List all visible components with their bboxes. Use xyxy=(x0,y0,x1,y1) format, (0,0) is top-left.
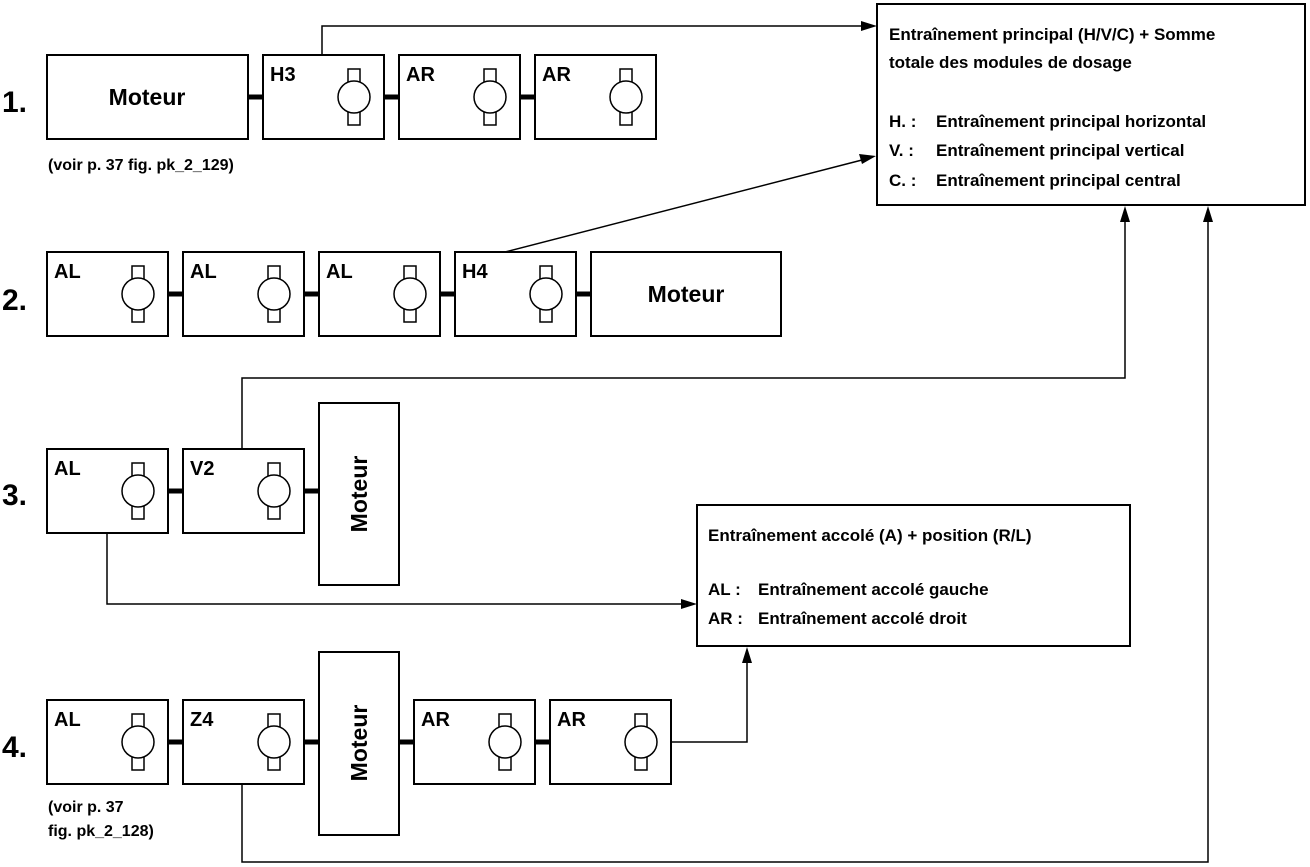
motor-box xyxy=(318,402,400,586)
motor-symbol-icon xyxy=(257,462,291,520)
arrow-line-h4-to-main-legend xyxy=(504,159,863,253)
motor-symbol-icon xyxy=(257,265,291,323)
connector-lines xyxy=(106,21,1213,863)
arrow-line-h3-to-main-legend xyxy=(321,25,862,55)
legend-main-code-c: C. : xyxy=(889,171,916,190)
motor-symbol-icon xyxy=(121,265,155,323)
module-label: AR xyxy=(542,64,571,86)
legend-side-text-ar: Entraînement accolé droit xyxy=(758,609,967,628)
motor-symbol-icon xyxy=(609,68,643,126)
arrow-line-ar-to-side-legend xyxy=(671,661,748,743)
legend-main-title-line-1: Entraînement principal (H/V/C) + Somme xyxy=(889,25,1215,44)
row-1: 1. Moteur H3 AR AR (voir p. 37 fig. pk_2… xyxy=(2,54,657,174)
legend-side-code-al: AL : xyxy=(708,580,741,599)
module-label: V2 xyxy=(190,458,214,480)
module-label: AL xyxy=(54,458,81,480)
module-label: AL xyxy=(54,709,81,731)
legend-side-title: Entraînement accolé (A) + position (R/L) xyxy=(708,526,1032,545)
arrowhead-icon xyxy=(681,599,697,609)
legend-main-title-line-2: totale des modules de dosage xyxy=(889,53,1132,72)
legend-main-drive: Entraînement principal (H/V/C) + Somme t… xyxy=(876,3,1306,206)
row-number: 3. xyxy=(2,479,27,512)
motor-label: Moteur xyxy=(346,705,372,782)
row-number: 4. xyxy=(2,731,27,764)
motor-label: Moteur xyxy=(346,456,372,533)
module-label: AR xyxy=(557,709,586,731)
motor-symbol-icon xyxy=(337,68,371,126)
module-label: H4 xyxy=(462,261,488,283)
motor-label: Moteur xyxy=(648,281,725,307)
motor-label: Moteur xyxy=(109,84,186,110)
module-label: AL xyxy=(326,261,353,283)
row-3: 3. AL V2 Moteur xyxy=(2,402,400,586)
module-label: AL xyxy=(54,261,81,283)
arrowhead-icon xyxy=(859,154,876,164)
arrow-line-v2-to-main-legend xyxy=(241,220,1126,449)
row-2: 2. AL AL AL H4 Moteur xyxy=(2,251,782,337)
legend-main-text-h: Entraînement principal horizontal xyxy=(936,112,1206,131)
motor-symbol-icon xyxy=(121,713,155,771)
legend-side-drive: Entraînement accolé (A) + position (R/L)… xyxy=(696,504,1131,647)
motor-symbol-icon xyxy=(393,265,427,323)
legend-main-text-c: Entraînement principal central xyxy=(936,171,1181,190)
motor-symbol-icon xyxy=(529,265,563,323)
legend-main-code-h: H. : xyxy=(889,112,916,131)
legend-main-text-v: Entraînement principal vertical xyxy=(936,141,1184,160)
arrowhead-icon xyxy=(742,647,752,663)
arrowhead-icon xyxy=(861,21,877,31)
motor-symbol-icon xyxy=(473,68,507,126)
motor-symbol-icon xyxy=(488,713,522,771)
motor-symbol-icon xyxy=(624,713,658,771)
arrow-line-z4-to-main-legend xyxy=(241,220,1209,863)
arrowhead-icon xyxy=(1203,206,1213,222)
module-label: Z4 xyxy=(190,709,214,731)
row-number: 1. xyxy=(2,86,27,119)
motor-box xyxy=(46,54,249,140)
legend-side-code-ar: AR : xyxy=(708,609,743,628)
module-label: AL xyxy=(190,261,217,283)
motor-box xyxy=(318,651,400,836)
reference-note: (voir p. 37 fig. pk_2_129) xyxy=(48,157,234,174)
motor-symbol-icon xyxy=(257,713,291,771)
motor-symbol-icon xyxy=(121,462,155,520)
module-label: AR xyxy=(421,709,450,731)
reference-note-line-1: (voir p. 37 xyxy=(48,799,124,816)
legend-side-text-al: Entraînement accolé gauche xyxy=(758,580,989,599)
reference-note-line-2: fig. pk_2_128) xyxy=(48,823,154,840)
row-4: 4. AL Z4 Moteur AR AR (voir p. 37 fig. p… xyxy=(2,651,672,840)
arrow-line-al-to-side-legend xyxy=(106,533,682,605)
legend-main-code-v: V. : xyxy=(889,141,914,160)
arrowhead-icon xyxy=(1120,206,1130,222)
module-label: AR xyxy=(406,64,435,86)
motor-box xyxy=(590,251,782,337)
row-number: 2. xyxy=(2,284,27,317)
module-label: H3 xyxy=(270,64,296,86)
